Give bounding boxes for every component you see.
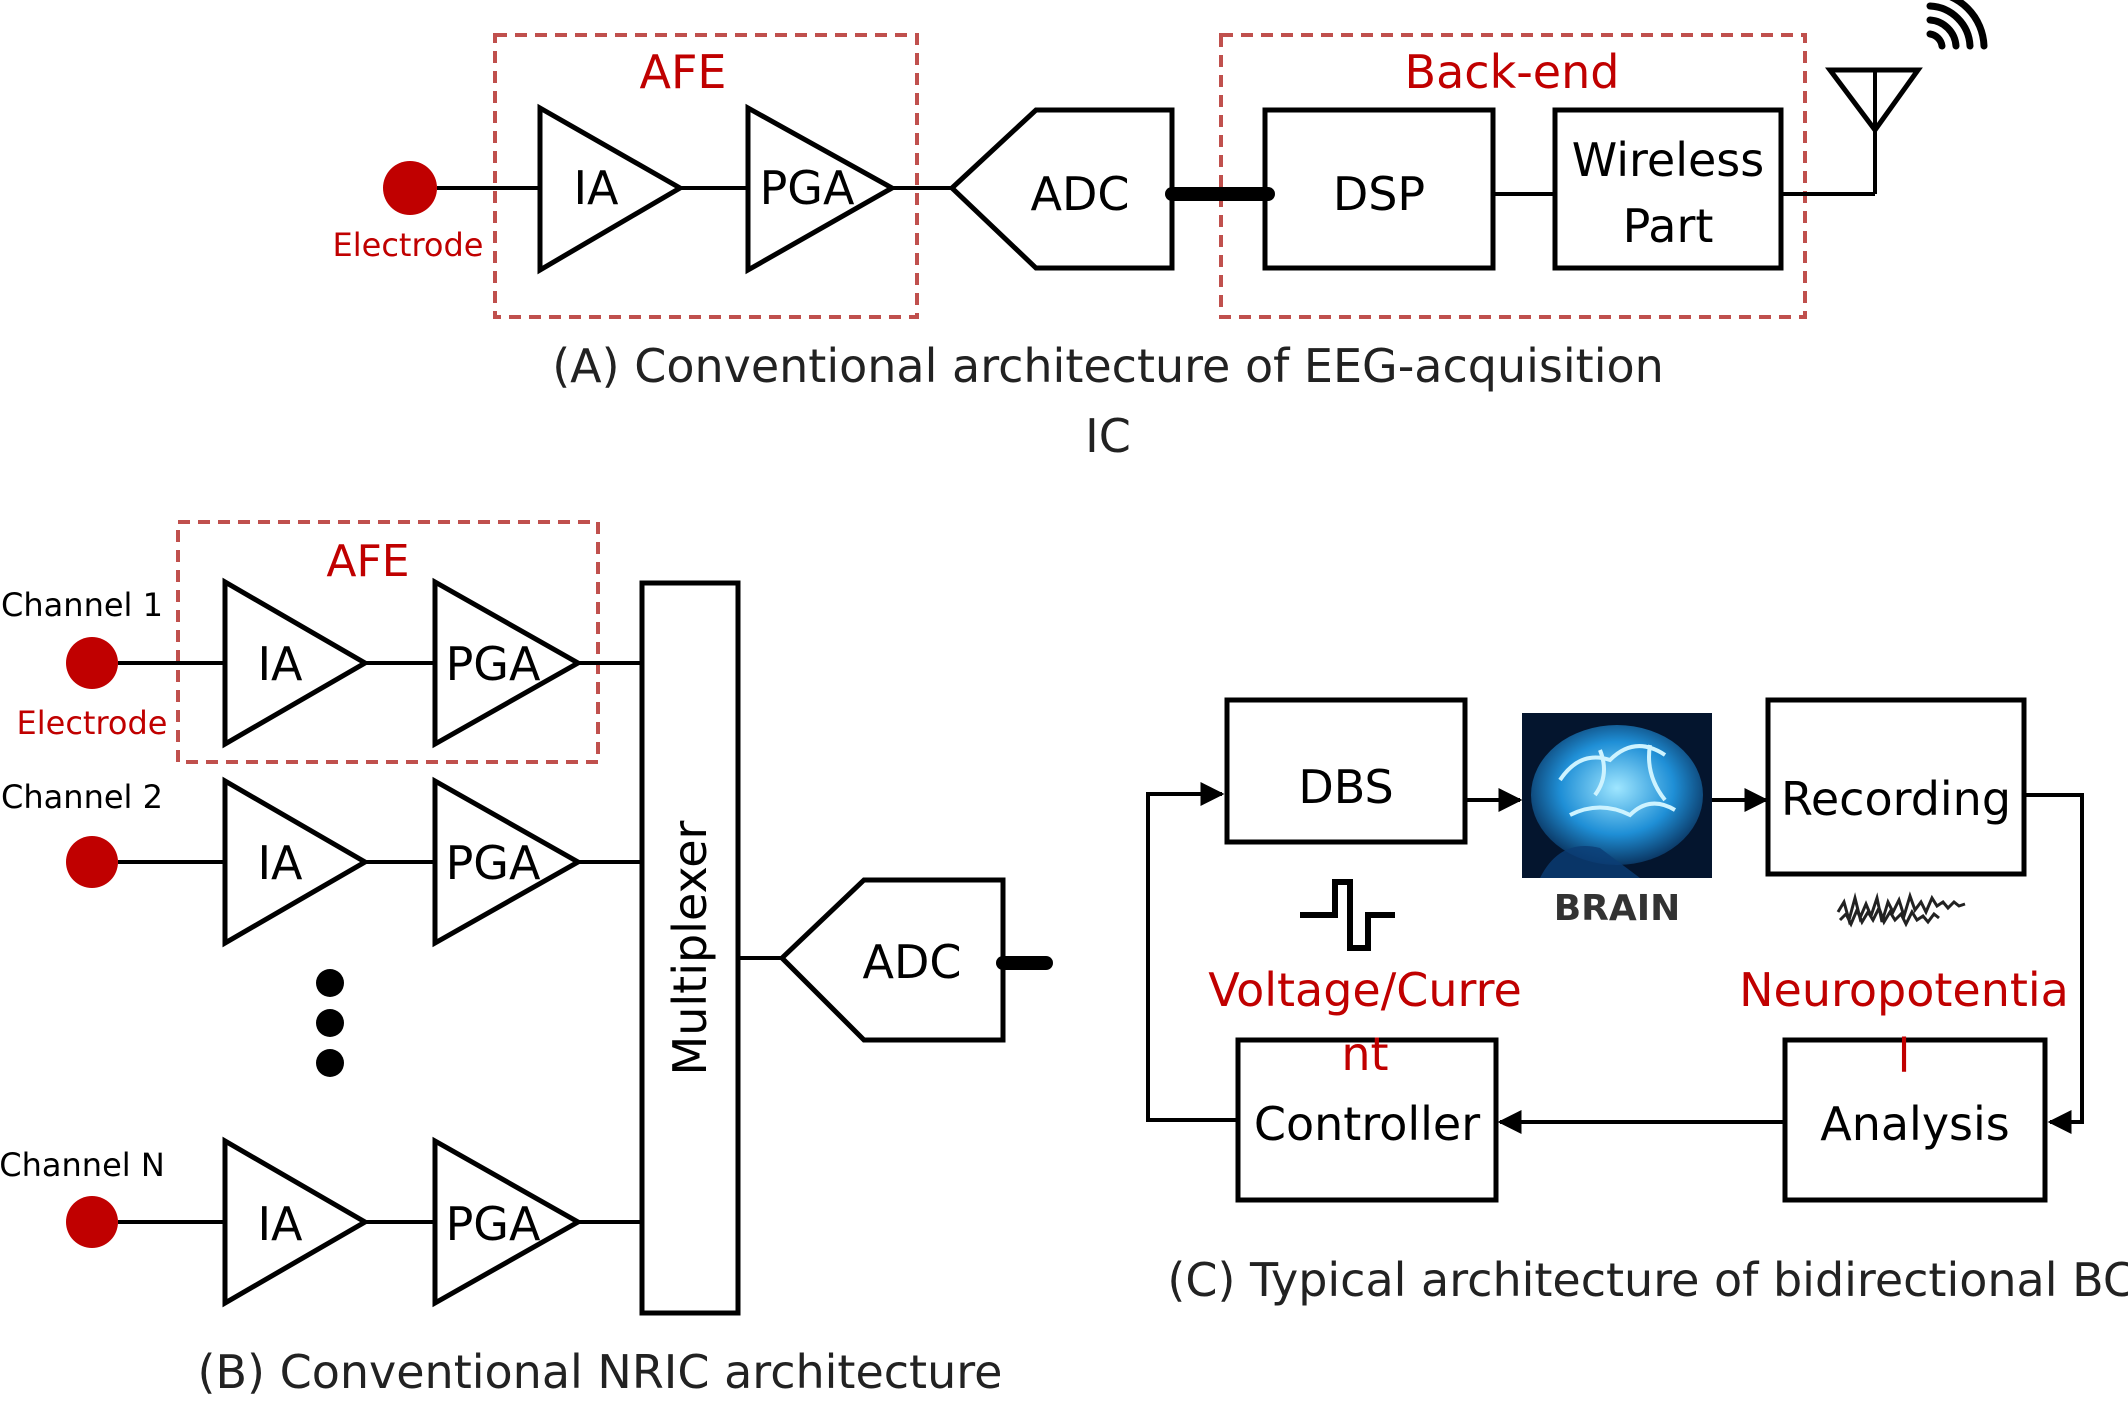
ia-amplifier-ch1 [222,577,370,749]
panel-a: AFE Back-end Electrode IA PGA ADC DSP Wi… [333,0,1988,463]
ia-label-ch2: IA [257,836,303,890]
channel-2-label: Channel 2 [1,778,163,816]
wifi-signal-icon [1926,0,1988,50]
wireless-label-line2: Part [1623,199,1714,253]
ia-amplifier-ch2 [222,776,370,948]
pga-label-a: PGA [760,161,855,215]
backend-region-a [1219,33,1807,319]
afe-region-a [493,33,919,319]
recording-block [1765,697,2027,877]
pga-amplifier-chn [432,1136,584,1308]
dsp-label-a: DSP [1333,167,1425,221]
dbs-label: DBS [1298,760,1393,814]
caption-a-line1: (A) Conventional architecture of EEG-acq… [552,339,1664,393]
caption-a-line2: IC [1085,409,1131,463]
more-channels-dots [316,969,344,1077]
pga-amplifier-a [745,103,898,275]
wireless-label-line1: Wireless [1572,133,1764,187]
pga-label-chn: PGA [446,1197,541,1251]
electrode-label-b: Electrode [17,704,168,742]
neuropotential-line2: l [1898,1029,1911,1083]
multiplexer-label: Multiplexer [663,820,717,1075]
dsp-block-a [1262,107,1496,271]
wireless-block-a [1552,107,1784,271]
panel-c: DBS BRAIN Recording Analysis Controller … [1146,697,2128,1307]
electrode-label-a: Electrode [333,226,484,264]
dbs-block [1224,697,1468,845]
pga-amplifier-ch1 [432,577,584,749]
afe-region-b [176,520,600,764]
panel-b: AFE Channel 1 Electrode IA PGA Channel 2… [0,520,1053,1399]
neuropotential-line1: Neuropotentia [1739,963,2069,1017]
controller-label: Controller [1254,1097,1480,1151]
antenna-icon [1825,67,1923,135]
voltage-current-line2: nt [1341,1027,1388,1081]
ia-amplifier-chn [222,1136,370,1308]
adc-label-b: ADC [862,935,961,989]
caption-b: (B) Conventional NRIC architecture [198,1345,1003,1399]
backend-label-a: Back-end [1405,45,1620,99]
pulse-waveform-icon [1300,879,1395,951]
voltage-current-line1: Voltage/Curre [1208,963,1522,1017]
channel-n-label: Channel N [0,1146,165,1184]
ia-amplifier-a [537,103,685,275]
caption-c: (C) Typical architecture of bidirectiona… [1167,1253,2128,1307]
analysis-label: Analysis [1820,1097,2010,1151]
brain-label: BRAIN [1554,888,1681,929]
pga-amplifier-ch2 [432,776,584,948]
pga-label-ch2: PGA [446,836,541,890]
electrode-a [383,161,437,215]
brain-icon [1522,713,1712,878]
recording-label: Recording [1781,772,2011,826]
adc-label-a: ADC [1030,167,1129,221]
afe-label-a: AFE [640,45,727,99]
pga-label-ch1: PGA [446,637,541,691]
afe-label-b: AFE [326,536,409,587]
ia-label-chn: IA [257,1197,303,1251]
multiplexer-block [639,580,741,1316]
electrode-ch1 [66,637,118,689]
ia-label-ch1: IA [257,637,303,691]
electrode-chn [66,1196,118,1248]
neural-signal-icon [1836,891,1966,928]
channel-1-label: Channel 1 [1,586,163,624]
ia-label-a: IA [573,161,619,215]
electrode-ch2 [66,836,118,888]
